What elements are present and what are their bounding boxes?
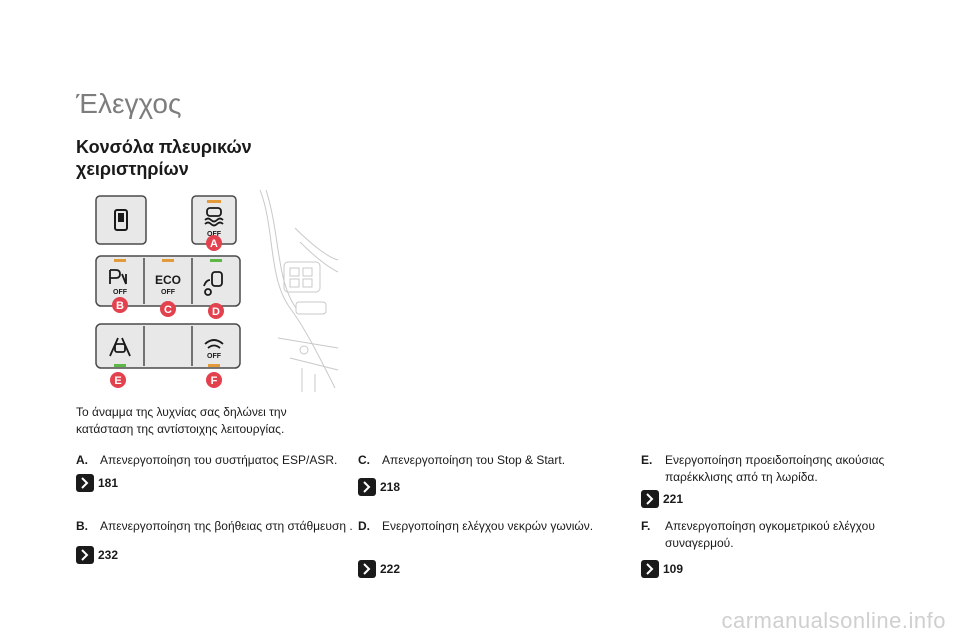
- esp-off-icon: [204, 207, 224, 227]
- eco-led: [162, 259, 174, 262]
- alarm-off-text: OFF: [207, 353, 222, 360]
- page-ref-number: 221: [663, 492, 684, 506]
- item-description: Ενεργοποίηση ελέγχου νεκρών γωνιών.: [382, 519, 594, 533]
- svg-text:D: D: [212, 306, 220, 318]
- chevron-right-icon: [358, 478, 376, 496]
- label-e: E: [110, 372, 126, 388]
- svg-text:E: E: [114, 375, 121, 387]
- page-ref-218[interactable]: 218: [358, 478, 418, 496]
- esp-led: [207, 200, 221, 203]
- lane-departure-led: [114, 364, 126, 367]
- page-ref-number: 222: [380, 562, 401, 576]
- svg-text:B: B: [116, 300, 124, 312]
- page-ref-number: 181: [98, 476, 119, 490]
- page-ref-number: 218: [380, 480, 401, 494]
- park-assist-icon: [109, 269, 127, 285]
- blind-spot-led: [210, 259, 222, 262]
- label-c: C: [160, 301, 176, 317]
- item-letter: B.: [76, 519, 88, 533]
- page-ref-number: 232: [98, 548, 119, 562]
- intro-text: Το άναμμα της λυχνίας σας δηλώνει την κα…: [76, 405, 287, 436]
- door-lock-icon: [114, 209, 128, 231]
- bottom-switch-panel: [95, 323, 241, 369]
- eco-text: ECO: [155, 273, 181, 287]
- section-title: Έλεγχος: [76, 88, 182, 119]
- page-ref-109[interactable]: 109: [641, 560, 701, 578]
- park-assist-led: [114, 259, 126, 262]
- page-ref-222[interactable]: 222: [358, 560, 418, 578]
- item-letter: A.: [76, 453, 88, 467]
- svg-text:C: C: [164, 304, 172, 316]
- page-ref-232[interactable]: 232: [76, 546, 136, 564]
- item-description: Απενεργοποίηση του συστήματος ESP/ASR.: [100, 453, 338, 467]
- alarm-led: [208, 364, 220, 367]
- item-description: Απενεργοποίηση της βοήθειας στη στάθμευσ…: [100, 519, 353, 533]
- switch-panel-illustration: OFF A OFF ECO OFF B C D OFF: [95, 189, 339, 392]
- blind-spot-icon: [203, 271, 223, 296]
- watermark: carmanualsonline.info: [721, 608, 946, 633]
- item-letter: F.: [641, 519, 651, 533]
- chevron-right-icon: [641, 560, 659, 578]
- item-letter: E.: [641, 453, 653, 467]
- chevron-right-icon: [641, 490, 659, 508]
- chevron-right-icon: [76, 546, 94, 564]
- page-ref-number: 109: [663, 562, 684, 576]
- svg-text:A: A: [210, 238, 218, 250]
- eco-off-text: OFF: [161, 289, 176, 296]
- page-ref-181[interactable]: 181: [76, 474, 136, 492]
- item-letter: C.: [358, 453, 370, 467]
- label-f: F: [206, 372, 222, 388]
- label-b: B: [112, 297, 128, 313]
- item-description: Ενεργοποίηση προειδοποίησης ακούσιας παρ…: [665, 453, 885, 484]
- label-a: A: [206, 235, 222, 251]
- item-description: Απενεργοποίηση ογκομετρικού ελέγχου συνα…: [665, 519, 875, 550]
- svg-text:F: F: [211, 375, 218, 387]
- park-assist-off-text: OFF: [113, 289, 128, 296]
- subsection-title: Κονσόλα πλευρικών χειριστηρίων: [76, 137, 252, 179]
- page-ref-221[interactable]: 221: [641, 490, 701, 508]
- lane-departure-icon: [109, 337, 131, 357]
- label-d: D: [208, 303, 224, 319]
- chevron-right-icon: [358, 560, 376, 578]
- tyre-pressure-icon: [204, 339, 224, 349]
- chevron-right-icon: [76, 474, 94, 492]
- item-description: Απενεργοποίηση του Stop & Start.: [382, 453, 566, 467]
- item-letter: D.: [358, 519, 370, 533]
- dashboard-sketch: [259, 189, 339, 392]
- esp-off-text: OFF: [207, 231, 222, 238]
